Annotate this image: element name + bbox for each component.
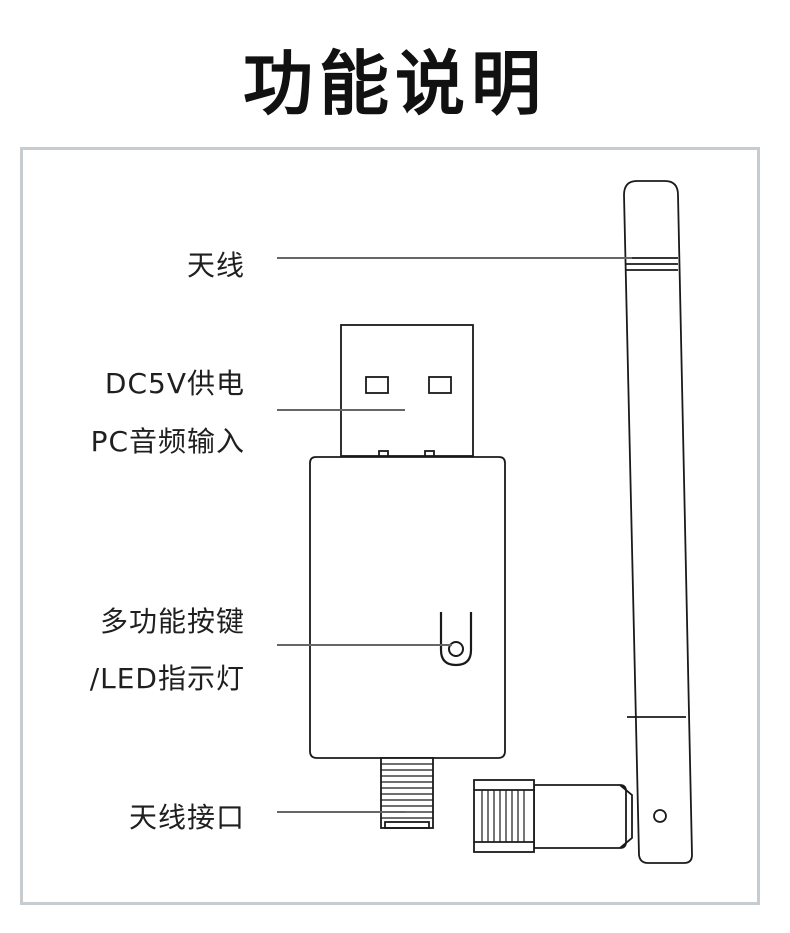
dongle-body xyxy=(309,456,506,759)
usb-plug xyxy=(340,324,474,457)
label-button: 多功能按键 xyxy=(99,605,245,638)
antenna-body xyxy=(623,180,693,864)
usb-pin-left xyxy=(365,376,389,394)
page-title: 功能说明 xyxy=(243,43,547,125)
usb-pin-right xyxy=(428,376,452,394)
label-audio-input: PC音频输入 xyxy=(90,425,245,458)
label-antenna-port: 天线接口 xyxy=(128,801,245,834)
button-led-icon xyxy=(439,612,473,667)
antenna-hinge xyxy=(653,809,667,823)
antenna-connector xyxy=(533,784,627,849)
label-power: DC5V供电 xyxy=(104,367,245,400)
label-led: /LED指示灯 xyxy=(89,662,245,695)
label-antenna: 天线 xyxy=(186,249,245,282)
